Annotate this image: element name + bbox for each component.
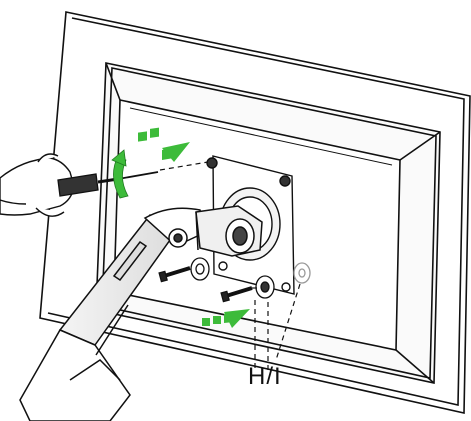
- hand-icon: [0, 153, 75, 217]
- screwdriver-icon: [57, 171, 159, 197]
- rotate-arrow-icon: [111, 149, 129, 199]
- direction-arrow-icon: [202, 309, 250, 328]
- monitor-arm: [19, 205, 263, 421]
- spacer-washers: [190, 257, 311, 299]
- alignment-guides: [159, 161, 301, 372]
- part-callout-label: H/I: [248, 363, 282, 390]
- direction-arrow-icon: [138, 127, 190, 162]
- mounting-screws: [158, 266, 253, 303]
